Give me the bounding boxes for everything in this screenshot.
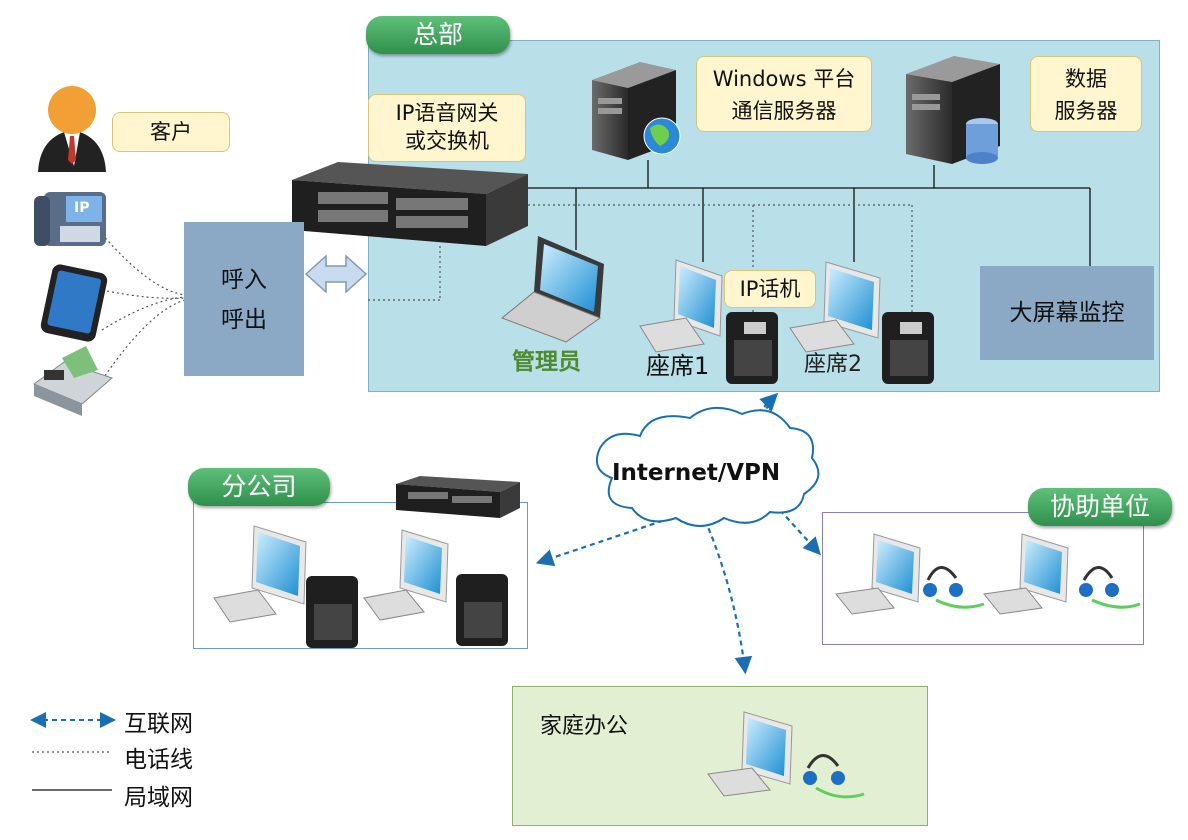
partner-title: 协助单位 (1028, 488, 1172, 526)
branch-gateway-icon (396, 476, 520, 518)
seat1-phone-icon (726, 312, 778, 384)
lan-lines (528, 160, 1091, 266)
double-arrow-icon (304, 254, 368, 294)
cloud-label: Internet/VPN (612, 460, 781, 486)
desk-phone-screen-label: IP (74, 200, 90, 216)
customer-label: 客户 (150, 120, 192, 144)
windows-server-label-line2: 通信服务器 (731, 99, 837, 123)
branch-title: 分公司 (188, 468, 330, 506)
gateway-callout: IP语音网关 或交换机 (368, 94, 526, 162)
mobile-phone-icon (40, 264, 108, 342)
ip-desk-phone-icon (34, 192, 106, 246)
data-server-label-line2: 服务器 (1054, 99, 1118, 123)
call-in-out-box: 呼入 呼出 (184, 222, 304, 376)
call-out-label: 呼出 (221, 307, 267, 333)
partner-workstation-2-icon (983, 533, 1141, 615)
gateway-label-line1: IP语音网关 (395, 101, 499, 125)
customer-callout: 客户 (112, 112, 230, 152)
home-office-label: 家庭办公 (540, 714, 629, 739)
admin-label: 管理员 (512, 349, 581, 375)
home-office-region (512, 686, 928, 826)
fax-machine-icon (32, 346, 113, 416)
hq-title: 总部 (366, 16, 510, 54)
data-server-label-line1: 数据 (1065, 67, 1107, 91)
home-workstation-icon (707, 711, 865, 799)
legend-phone-line-label: 电话线 (124, 747, 193, 773)
phone-lines (101, 204, 913, 381)
ip-phone-label: IP话机 (739, 277, 801, 301)
branch-workstation-1-icon (213, 525, 358, 648)
customer-person-icon (38, 86, 106, 172)
legend-lines (30, 712, 116, 791)
laptop-icon (501, 236, 604, 343)
big-screen-label: 大屏幕监控 (1009, 300, 1125, 326)
seat2-workstation-icon (789, 261, 881, 353)
cloud-icon (596, 407, 820, 527)
data-server-callout: 数据 服务器 (1030, 56, 1142, 132)
windows-server-icon (592, 62, 681, 160)
seat1-workstation-icon (639, 259, 723, 353)
call-in-label: 呼入 (221, 267, 267, 293)
data-server-icon (906, 56, 1000, 164)
windows-server-callout: Windows 平台 通信服务器 (696, 56, 872, 132)
seat2-label: 座席2 (804, 352, 862, 377)
legend-internet-label: 互联网 (124, 711, 193, 737)
branch-workstation-2-icon (363, 529, 508, 646)
seat1-label: 座席1 (646, 352, 710, 380)
partner-workstation-1-icon (835, 533, 985, 615)
seat2-phone-icon (882, 312, 934, 384)
windows-server-label-line1: Windows 平台 (712, 67, 856, 91)
big-screen-monitor-box: 大屏幕监控 (980, 266, 1154, 360)
ip-phone-callout: IP话机 (724, 270, 816, 308)
gateway-device-icon (292, 162, 528, 246)
legend-lan-label: 局域网 (124, 785, 193, 811)
gateway-label-line2: 或交换机 (405, 129, 489, 153)
